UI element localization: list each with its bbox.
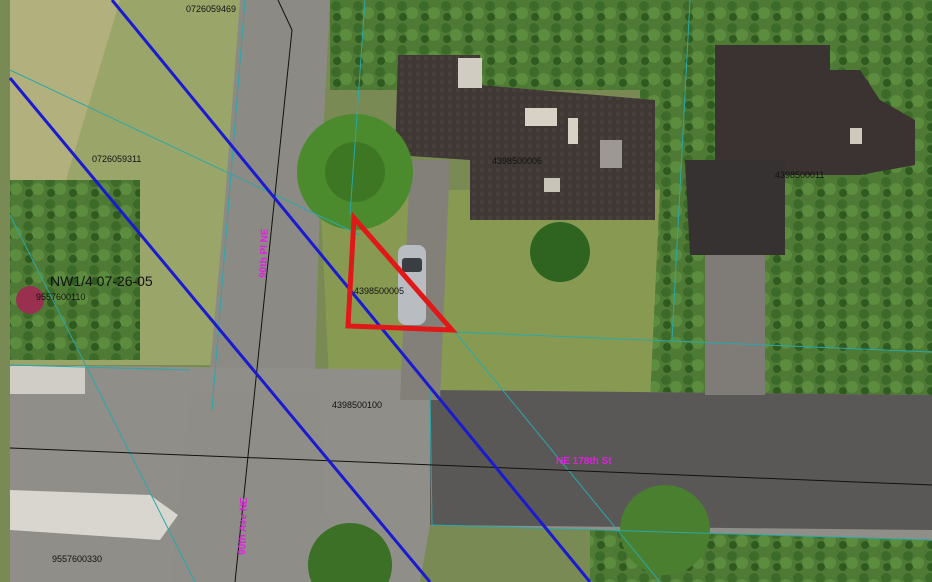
garden-flowers	[16, 286, 44, 314]
roof-chimney	[458, 58, 482, 88]
parcel-label-0726059311[interactable]: 0726059311	[92, 154, 141, 164]
garden-left	[10, 180, 140, 360]
tree-bottom-mid	[308, 523, 392, 582]
roof-house-main[interactable]	[395, 55, 655, 220]
roof-skylight-2	[568, 118, 578, 144]
bush-front	[530, 222, 590, 282]
pavement-dark-right	[430, 390, 932, 530]
sidewalk-left	[10, 366, 85, 394]
curb-bottom-left	[10, 490, 178, 540]
roof-vent-2	[544, 178, 560, 192]
roof-house-east[interactable]	[715, 45, 915, 175]
right-driveway	[705, 255, 765, 395]
roof-vent-east	[850, 128, 862, 144]
parcel-lines	[9, 0, 932, 582]
section-label: NW1/4 07-26-05	[50, 273, 153, 289]
pavement-90th-ave-south	[170, 390, 330, 582]
parcel-label-9557600330[interactable]: 9557600330	[52, 554, 102, 564]
parcel-label-9557600110[interactable]: 9557600110	[36, 292, 85, 302]
street-centerlines	[9, 0, 932, 582]
street-label-90th-pl-ne[interactable]: 90th Pl NE	[258, 228, 271, 278]
parcel-label-4398500006[interactable]: 4398500006	[492, 156, 542, 166]
highlighted-parcel[interactable]	[345, 211, 458, 333]
parcel-label-4398500005[interactable]: 4398500005	[354, 286, 404, 296]
parcel-label-0726059469[interactable]: 0726059469	[186, 4, 236, 14]
tree-spruce-inner	[325, 142, 385, 202]
pavement-90th-pl	[210, 0, 330, 370]
car-windshield	[402, 258, 422, 272]
trees-top-middle	[330, 0, 650, 90]
street-label-ne-178th-st[interactable]: NE 178th St	[556, 456, 612, 467]
parcel-label-4398500011[interactable]: 4398500011	[775, 170, 824, 180]
roof-garage-east[interactable]	[685, 160, 785, 255]
tree-bottom-right	[620, 485, 710, 575]
parcel-label-4398500100[interactable]: 4398500100	[332, 400, 382, 410]
street-label-90th-ave-ne[interactable]: 90th Ave NE	[237, 497, 250, 555]
roof-skylight-1	[525, 108, 557, 126]
roof-vent-1	[600, 140, 622, 168]
